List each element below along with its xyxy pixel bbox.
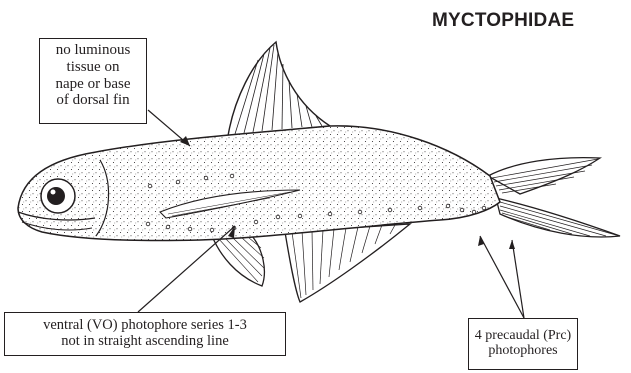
callout-nape-line: nape or base — [40, 76, 146, 93]
callout-ventral-line: not in straight ascending line — [5, 333, 285, 349]
callout-nape: no luminous tissue on nape or base of do… — [39, 38, 147, 124]
fish-body — [18, 126, 500, 241]
callout-precaudal-photophores: 4 precaudal (Prc) photophores — [468, 318, 578, 370]
anal-fin — [285, 224, 410, 302]
callout-precaudal-line: photophores — [469, 343, 577, 358]
pelvic-fin — [212, 236, 264, 286]
callout-ventral-line: ventral (VO) photophore series 1-3 — [5, 317, 285, 333]
callout-precaudal-line: 4 precaudal (Prc) — [469, 328, 577, 343]
dorsal-fin — [228, 42, 330, 136]
callout-nape-line: of dorsal fin — [40, 92, 146, 109]
caudal-fin — [488, 158, 620, 237]
callout-nape-line: tissue on — [40, 59, 146, 76]
family-title: MYCTOPHIDAE — [432, 10, 631, 32]
pupil — [47, 187, 65, 205]
callout-ventral-photophores: ventral (VO) photophore series 1-3 not i… — [4, 312, 286, 356]
callout-nape-line: no luminous — [40, 42, 146, 59]
